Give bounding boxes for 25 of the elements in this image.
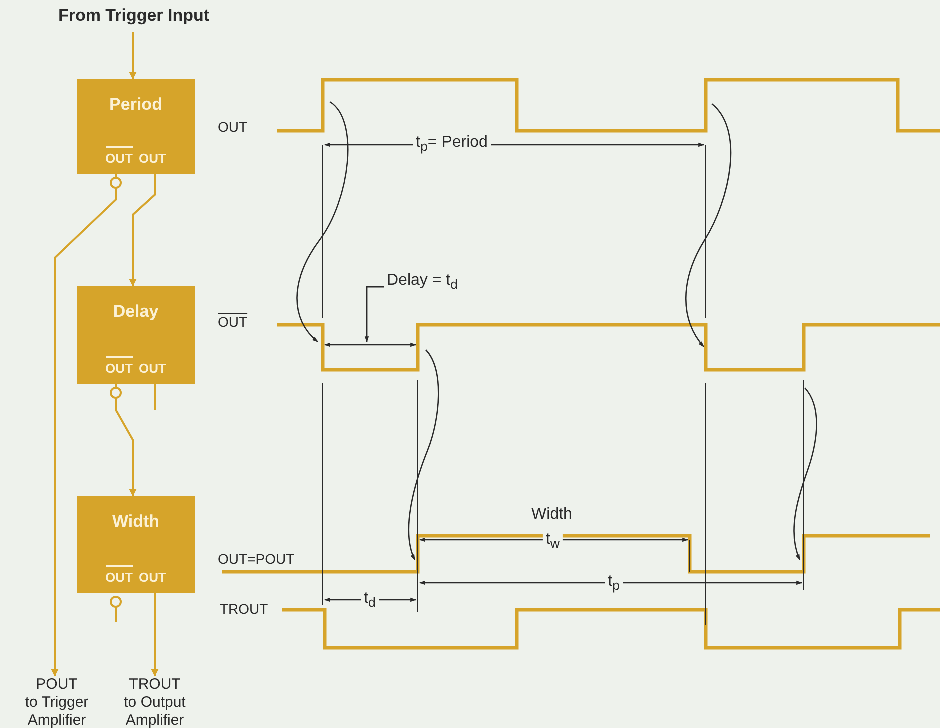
pin-label: OUT [106, 146, 133, 166]
signal-arrow [151, 593, 159, 677]
pin-label: OUT [106, 565, 133, 585]
timing-label: t$_{p}$ [605, 572, 623, 594]
function-block [77, 79, 195, 174]
block-title: Delay [113, 302, 159, 322]
signal-label: From Trigger Input [58, 6, 210, 26]
function-block [77, 496, 195, 593]
timing-label: t$_{d}$ [361, 590, 379, 610]
signal-arrow [51, 174, 117, 677]
pin-label: OUT [139, 150, 166, 166]
block-title: Width [112, 512, 160, 532]
function-block [77, 286, 195, 384]
signal-label: POUT [36, 676, 78, 694]
signal-label: TROUT [129, 676, 181, 694]
timing-label: t$_{p}$= Period [413, 134, 491, 154]
signal-label: to Trigger Amplifier [24, 694, 90, 728]
signal-arrow [129, 174, 156, 287]
signal-arrow [115, 384, 137, 497]
pin-label: OUT [139, 360, 166, 376]
block-title: Period [110, 95, 162, 115]
pin-label: OUT [139, 569, 166, 585]
pin-label: OUT [106, 356, 133, 376]
signal-label: to Output Amplifier [123, 694, 187, 728]
signal-arrow [129, 32, 137, 80]
